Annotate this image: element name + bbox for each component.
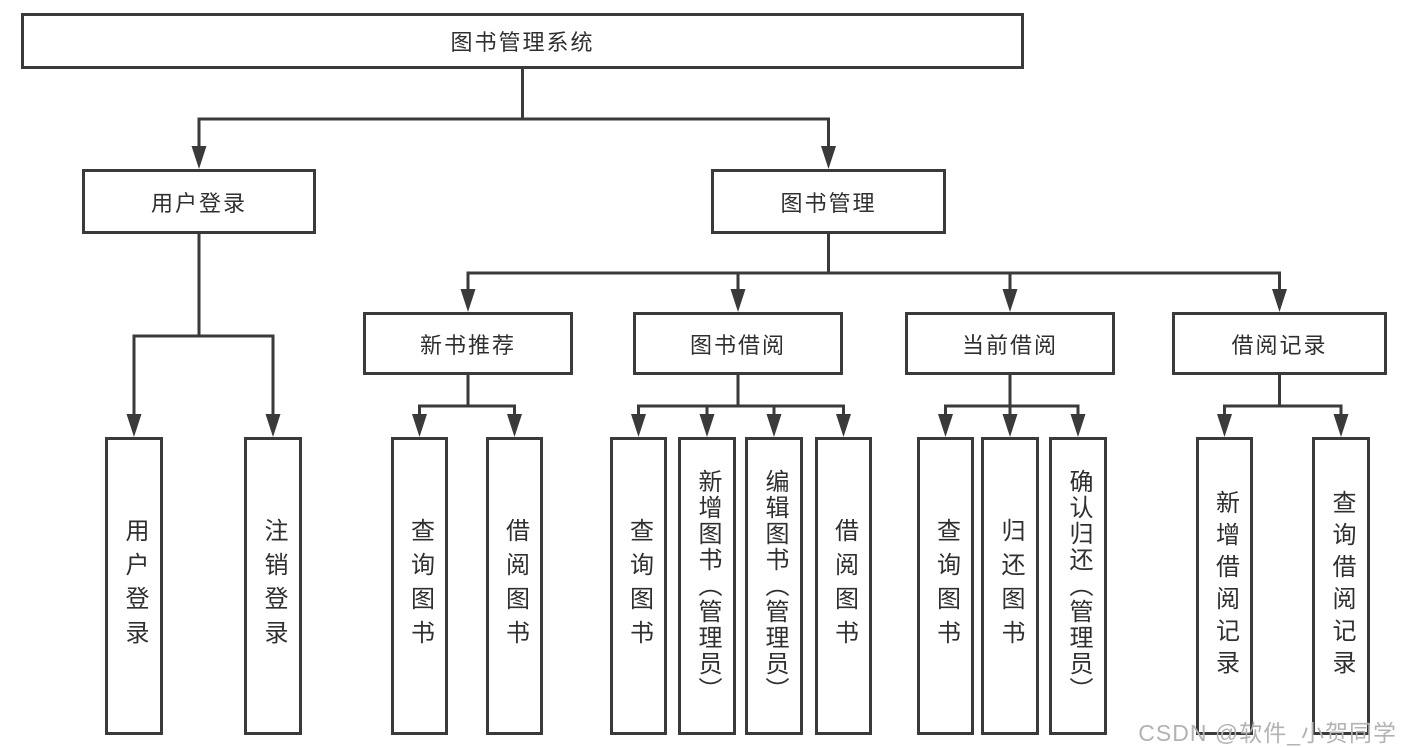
connector-fork-root <box>191 69 836 169</box>
arrowhead-icon <box>938 414 953 437</box>
arrowhead-icon <box>1217 414 1232 437</box>
arrowhead-icon <box>699 414 715 437</box>
tree-node-l7: 编辑图书（管理员） <box>745 437 803 735</box>
tree-node-l10: 归还图书 <box>981 437 1039 735</box>
connector-fork-bor <box>631 375 851 437</box>
tree-node-l12: 新增借阅记录 <box>1196 437 1253 735</box>
arrowhead-icon <box>1272 289 1287 312</box>
tree-node-rec: 新书推荐 <box>363 312 573 375</box>
arrowhead-icon <box>126 414 142 437</box>
connector-fork-recd <box>1217 375 1349 437</box>
tree-node-root: 图书管理系统 <box>21 13 1024 69</box>
arrowhead-icon <box>730 289 746 312</box>
tree-node-mgmt: 图书管理 <box>711 169 946 234</box>
tree-node-l13: 查询借阅记录 <box>1312 437 1370 735</box>
tree-node-l11: 确认归还（管理员） <box>1049 437 1107 735</box>
arrowhead-icon <box>1002 414 1018 437</box>
tree-node-l3: 查询图书 <box>391 437 448 735</box>
arrowhead-icon <box>836 414 851 437</box>
watermark: CSDN @软件_小贺同学 <box>1138 720 1397 746</box>
connector-fork-cur <box>938 375 1086 437</box>
arrowhead-icon <box>191 146 207 169</box>
tree-node-cur: 当前借阅 <box>905 312 1115 375</box>
arrowhead-icon <box>766 414 782 437</box>
tree-node-bor: 图书借阅 <box>633 312 843 375</box>
tree-node-l9: 查询图书 <box>917 437 974 735</box>
tree-node-l8: 借阅图书 <box>815 437 872 735</box>
arrowhead-icon <box>821 146 836 169</box>
arrowhead-icon <box>507 414 522 437</box>
arrowhead-icon <box>1333 414 1349 437</box>
connector-fork-rec <box>412 375 522 437</box>
connector-fork-login <box>126 234 281 437</box>
tree-node-l5: 查询图书 <box>610 437 667 735</box>
arrowhead-icon <box>460 289 476 312</box>
arrowhead-icon <box>265 414 281 437</box>
tree-node-l4: 借阅图书 <box>486 437 543 735</box>
tree-node-recd: 借阅记录 <box>1172 312 1387 375</box>
arrowhead-icon <box>412 414 427 437</box>
tree-node-l6: 新增图书（管理员） <box>678 437 736 735</box>
arrowhead-icon <box>1070 414 1086 437</box>
arrowhead-icon <box>631 414 646 437</box>
arrowhead-icon <box>1002 289 1018 312</box>
tree-node-l2: 注销登录 <box>244 437 302 735</box>
connector-fork-mgmt <box>460 234 1287 312</box>
tree-node-login: 用户登录 <box>82 169 316 234</box>
tree-node-l1: 用户登录 <box>105 437 163 735</box>
